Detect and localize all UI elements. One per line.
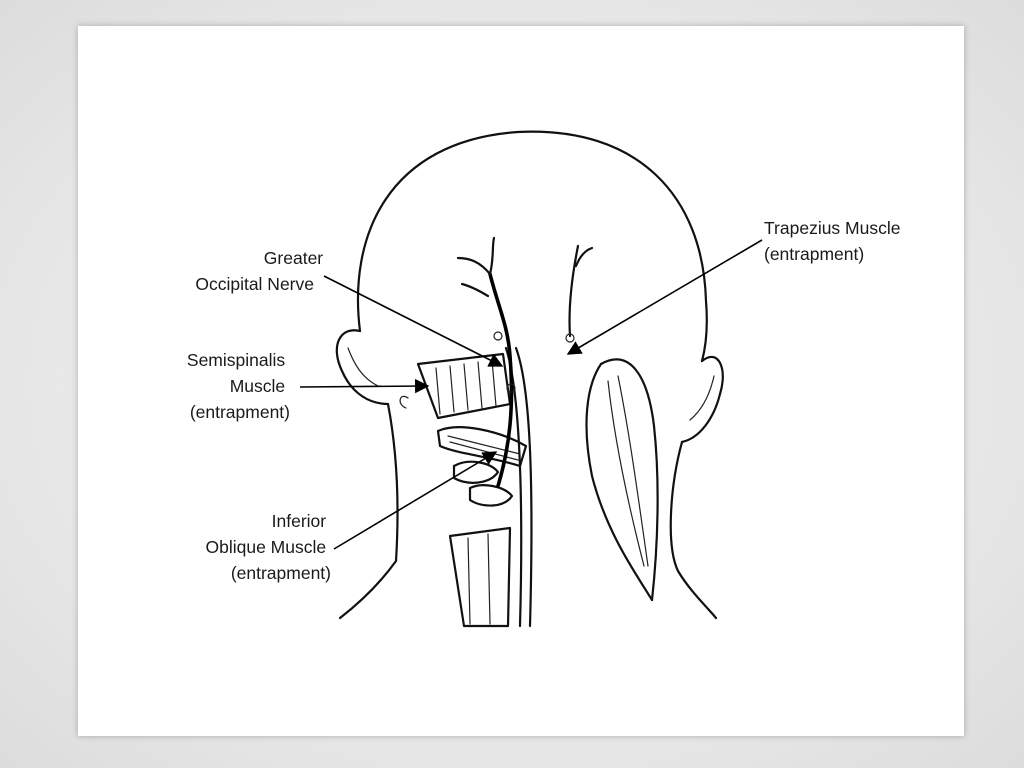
nerve-branch <box>488 236 496 276</box>
nerve-branch <box>456 256 492 276</box>
label-trapezius: Trapezius Muscle (entrapment) <box>764 218 905 264</box>
semispinalis-fiber <box>491 359 497 407</box>
slide: Greater Occipital Nerve Semispinalis Mus… <box>78 26 964 736</box>
lower-strip-fiber <box>467 537 471 625</box>
lower-muscle-strip <box>448 526 512 628</box>
vertebra-c1 <box>452 460 500 484</box>
semispinalis-fiber <box>477 361 483 409</box>
inferior-oblique-muscle <box>436 426 528 468</box>
trapezius-fiber <box>617 375 649 567</box>
right-ear <box>680 355 724 444</box>
right-ear-inner <box>689 375 715 421</box>
vertebra-c2 <box>468 484 514 507</box>
lower-strip-fiber <box>487 533 491 625</box>
semispinalis-tendon <box>399 395 409 409</box>
pointer-inferior-oblique <box>333 451 498 550</box>
right-neck-shoulder <box>669 440 718 620</box>
left-neck-shoulder <box>338 402 399 620</box>
semispinalis-fiber <box>435 367 441 415</box>
label-semispinalis: Semispinalis Muscle (entrapment) <box>187 350 290 422</box>
semispinalis-fiber <box>449 365 455 413</box>
right-occipital-nerve <box>568 244 580 338</box>
pointer-trapezius <box>566 239 763 355</box>
semispinalis-fiber <box>463 363 469 411</box>
label-greater-occipital-nerve: Greater Occipital Nerve <box>195 248 328 294</box>
nerve-branch <box>460 282 490 298</box>
nerve-exit-point <box>506 383 516 393</box>
head-outline <box>356 130 708 363</box>
left-ear-inner <box>347 347 379 387</box>
trapezius-fiber <box>607 380 645 567</box>
greater-occipital-nerve <box>488 272 514 488</box>
pointer-semispinalis <box>299 378 430 394</box>
nerve-branch <box>574 246 594 268</box>
trapezius-muscle <box>585 362 654 602</box>
neck-anatomy-illustration: Greater Occipital Nerve Semispinalis Mus… <box>187 130 905 628</box>
left-ear <box>335 329 390 406</box>
label-inferior-oblique: Inferior Oblique Muscle (entrapment) <box>206 511 332 583</box>
nerve-exit-point <box>493 331 503 341</box>
midline-ligament-2 <box>514 346 533 628</box>
pointer-greater-occipital-nerve <box>323 275 504 367</box>
trapezius-muscle-edge <box>599 358 659 602</box>
